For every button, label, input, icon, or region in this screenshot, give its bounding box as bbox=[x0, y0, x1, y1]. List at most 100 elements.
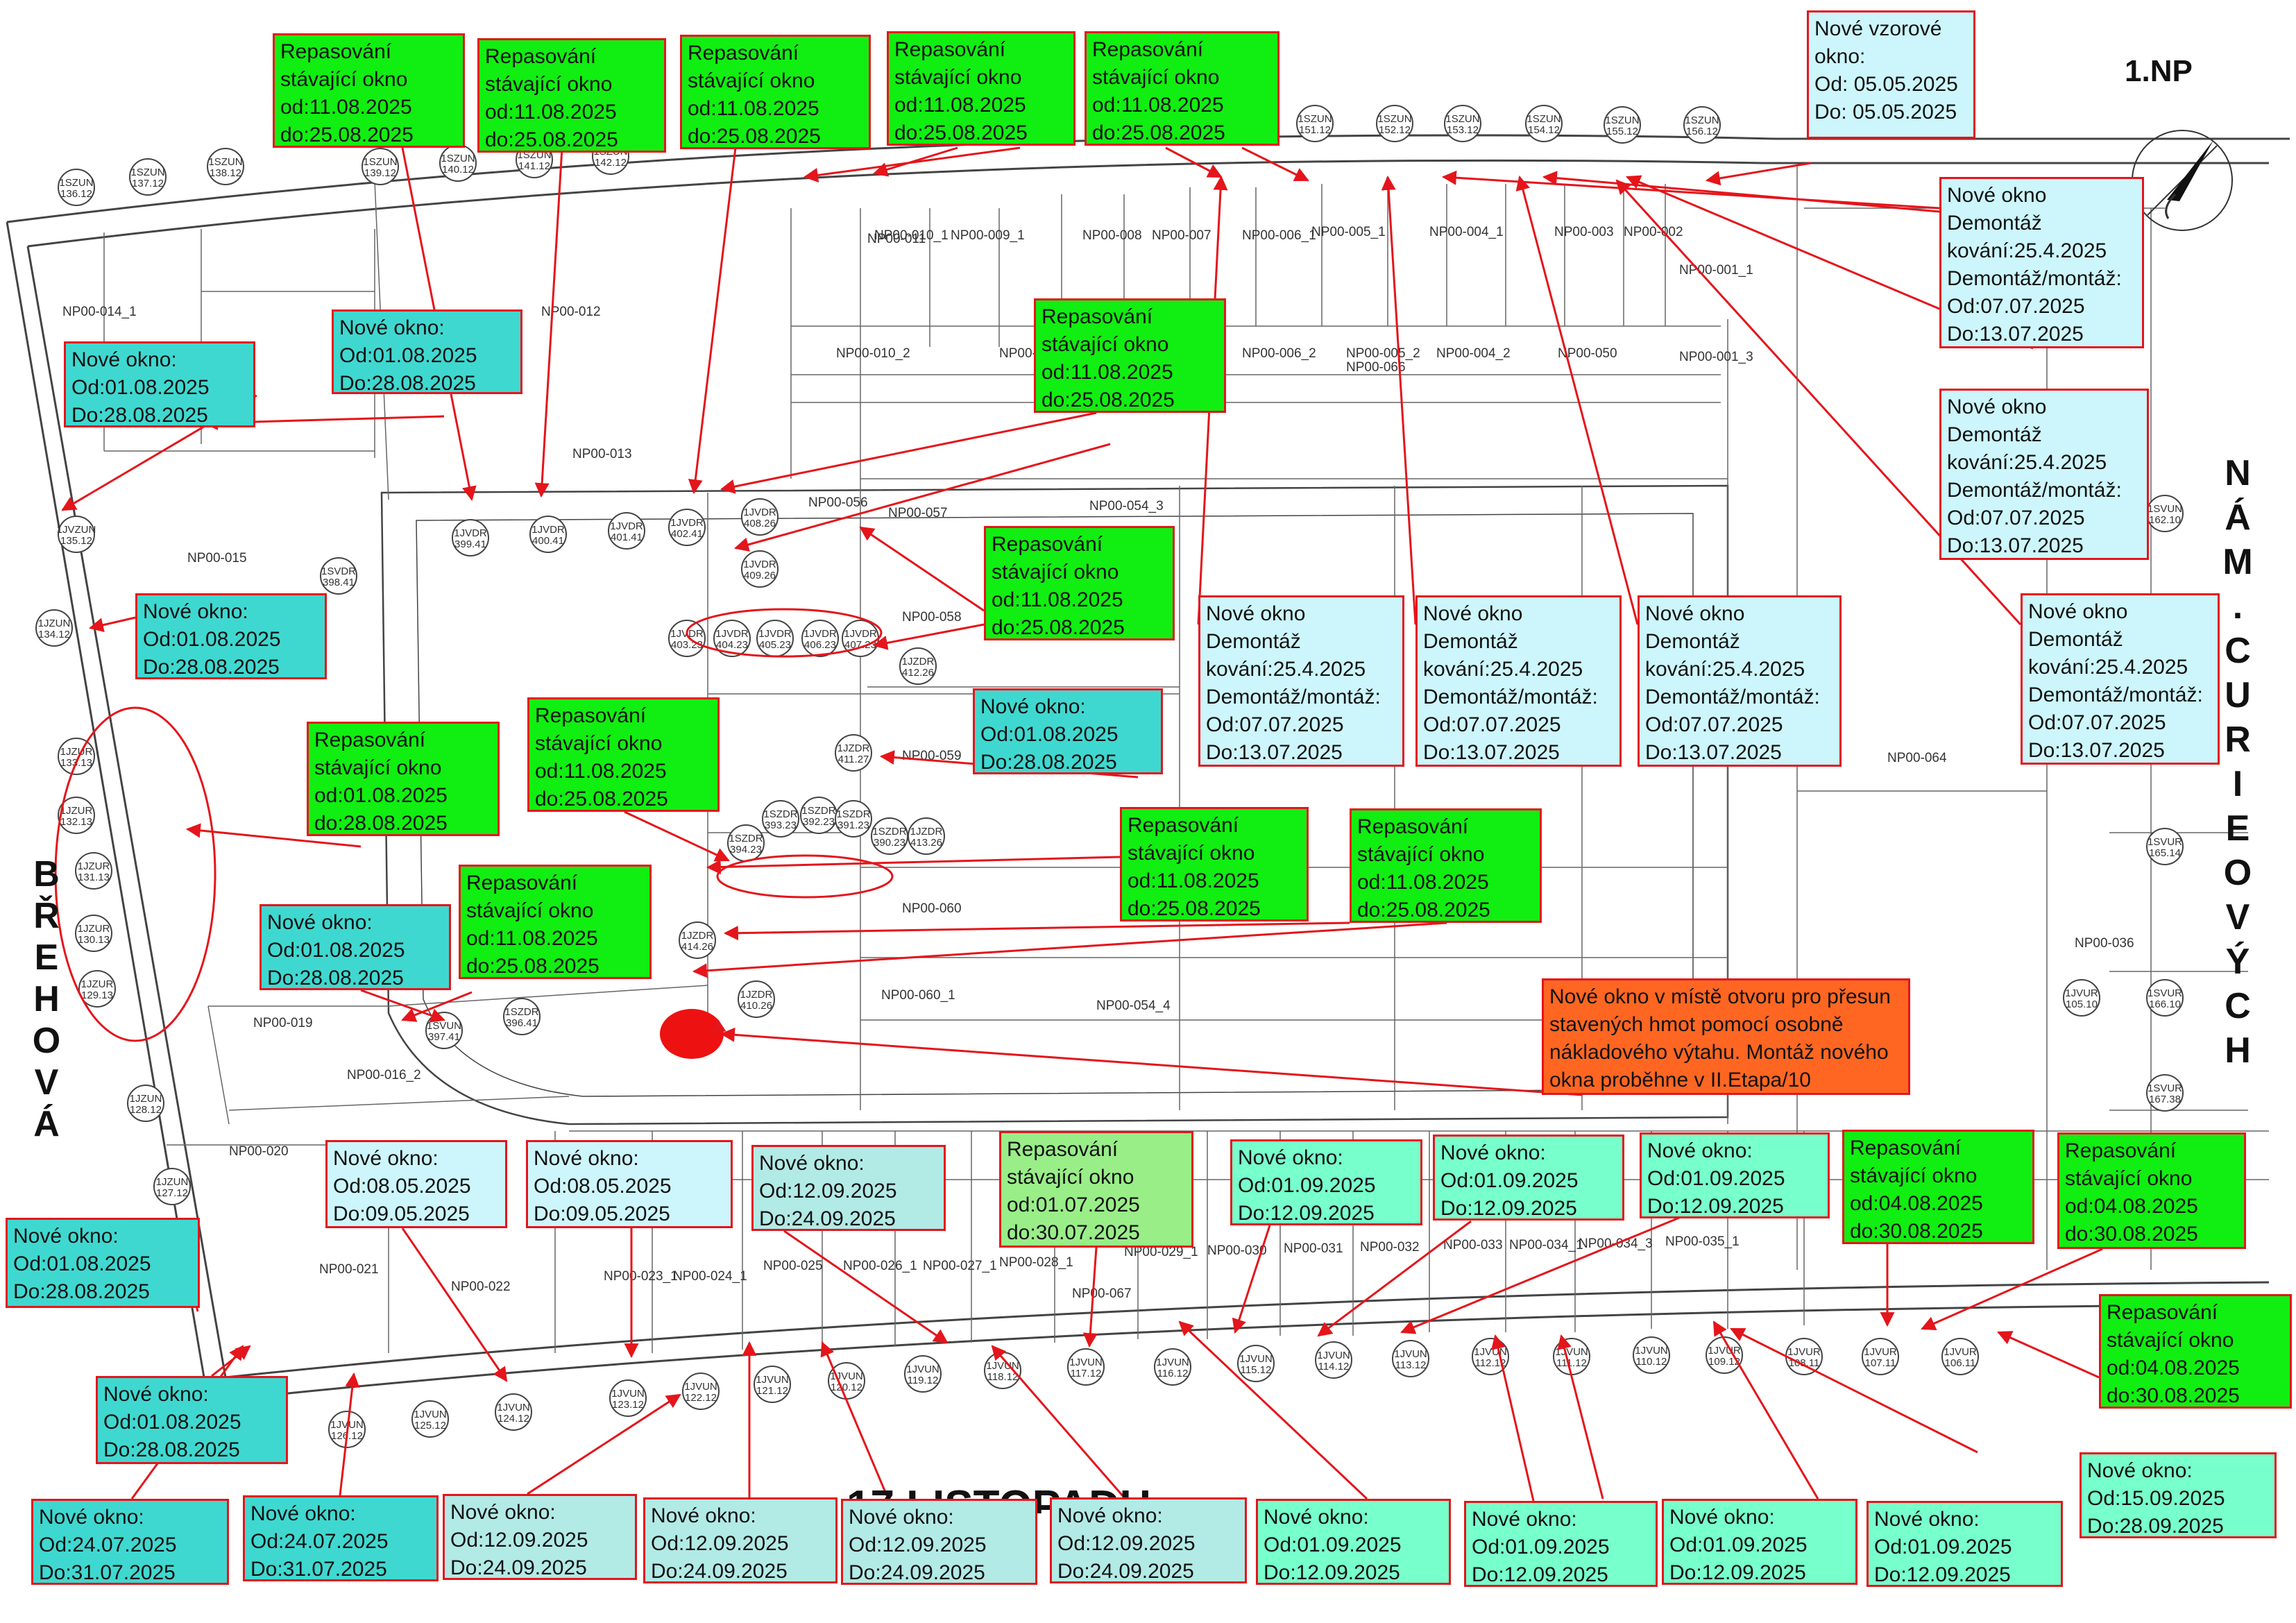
callout-line: Do:12.09.2025 bbox=[1647, 1195, 1784, 1218]
leader-arrow bbox=[723, 921, 1350, 941]
room-label: NP00-005_2 bbox=[1346, 346, 1420, 361]
callout-line: do:25.08.2025 bbox=[1092, 121, 1225, 144]
callout-line: Nové okno: bbox=[1669, 1506, 1775, 1529]
window-tag-circle bbox=[1525, 105, 1563, 142]
callout-line: od:11.08.2025 bbox=[1128, 869, 1259, 892]
room-label: NP00-004_2 bbox=[1436, 346, 1511, 361]
callout-line: stávající okno bbox=[1092, 66, 1220, 89]
window-tag-circle bbox=[1315, 1341, 1352, 1379]
callout-line: stávající okno bbox=[466, 899, 594, 922]
leader-arrow bbox=[688, 147, 737, 495]
callout-line: Nové okno: bbox=[103, 1383, 209, 1406]
callout-line: Demontáž bbox=[1206, 630, 1301, 653]
room-label: NP00-054_3 bbox=[1089, 499, 1164, 513]
highlight-ellipse-mid bbox=[686, 608, 883, 658]
window-tag-circle bbox=[75, 915, 112, 952]
window-tag-circle bbox=[2146, 828, 2184, 865]
callout-line: Nové okno bbox=[1947, 396, 2047, 418]
window-tag-circle bbox=[35, 609, 73, 647]
callout-line: Repasování bbox=[1007, 1138, 1119, 1161]
window-tag-circle bbox=[679, 921, 716, 959]
leader-arrow bbox=[534, 147, 563, 498]
room-label: NP00-036 bbox=[2075, 936, 2134, 951]
callout-line: stávající okno bbox=[1357, 843, 1485, 866]
callout-line: stávající okno bbox=[688, 69, 815, 92]
room-label: NP00-064 bbox=[1887, 751, 1947, 765]
window-tag-circle bbox=[78, 970, 116, 1008]
window-tag-circle bbox=[529, 516, 567, 553]
street-letter: H bbox=[2225, 1030, 2251, 1071]
leader-arrow bbox=[859, 526, 985, 612]
callout-line: stávající okno bbox=[1128, 842, 1255, 865]
window-tag-circle bbox=[1941, 1338, 1979, 1375]
leader-arrow bbox=[1515, 175, 1639, 625]
window-tag-circle bbox=[503, 998, 541, 1035]
callout-line: Do:24.09.2025 bbox=[849, 1561, 985, 1584]
street-letter: B bbox=[33, 854, 60, 894]
window-tag-circle bbox=[668, 509, 706, 546]
callout-line: kování:25.4.2025 bbox=[1947, 451, 2107, 474]
room-label: NP00-006_1 bbox=[1242, 228, 1316, 243]
callout-line: Od:01.08.2025 bbox=[71, 376, 210, 399]
room-label: NP00-009_1 bbox=[951, 228, 1025, 243]
callout-line: Demontáž bbox=[1423, 630, 1518, 653]
callout-line: Demontáž bbox=[2028, 628, 2123, 651]
callout-line: Repasování bbox=[280, 40, 392, 63]
callout-line: od:11.08.2025 bbox=[466, 927, 598, 950]
callout-line: stávající okno bbox=[1850, 1164, 1978, 1187]
street-letter: Á bbox=[2225, 498, 2251, 538]
callout-line: od:11.08.2025 bbox=[1092, 94, 1224, 117]
room-label: NP00-066 bbox=[1346, 360, 1406, 375]
courtyard-wall bbox=[380, 484, 1729, 1125]
callout-line: Do:13.07.2025 bbox=[1947, 323, 2084, 346]
callout-line: Nové okno v místě otvoru pro přesun stav… bbox=[1549, 985, 1891, 1091]
callout-line: Nové okno: bbox=[1238, 1146, 1343, 1169]
callout-line: Demontáž bbox=[1947, 423, 2042, 446]
room-label: NP00-001_1 bbox=[1679, 263, 1753, 278]
callout-line: od:04.08.2025 bbox=[1850, 1192, 1983, 1215]
callout-line: Nové okno bbox=[1645, 602, 1745, 625]
callout-line: Nové okno: bbox=[143, 600, 248, 623]
room-label: NP00-022 bbox=[451, 1280, 511, 1294]
street-letter: O bbox=[2223, 853, 2252, 893]
callout-line: Do:12.09.2025 bbox=[1238, 1202, 1375, 1225]
room-label: NP00-028_1 bbox=[999, 1255, 1073, 1270]
callout-line: Do:28.08.2025 bbox=[339, 372, 476, 394]
highlight-ellipse-left bbox=[54, 706, 216, 1042]
window-tag-circle bbox=[1683, 106, 1721, 144]
callout-line: Nové okno: bbox=[267, 911, 373, 934]
room-label: NP00-012 bbox=[541, 305, 601, 319]
callout-line: od:11.08.2025 bbox=[535, 760, 667, 783]
callout-line: Do:24.09.2025 bbox=[450, 1556, 587, 1579]
window-tag-circle bbox=[75, 852, 112, 890]
callout-line: Nové okno bbox=[1206, 602, 1306, 625]
callout-line: Od:01.08.2025 bbox=[980, 723, 1119, 746]
window-tag-circle bbox=[741, 498, 779, 536]
leader-arrow bbox=[872, 146, 958, 177]
leader-arrow bbox=[1241, 146, 1309, 182]
window-tag-circle bbox=[58, 169, 95, 206]
leader-arrow bbox=[527, 1393, 681, 1495]
callout-line: Od:12.09.2025 bbox=[849, 1533, 987, 1556]
